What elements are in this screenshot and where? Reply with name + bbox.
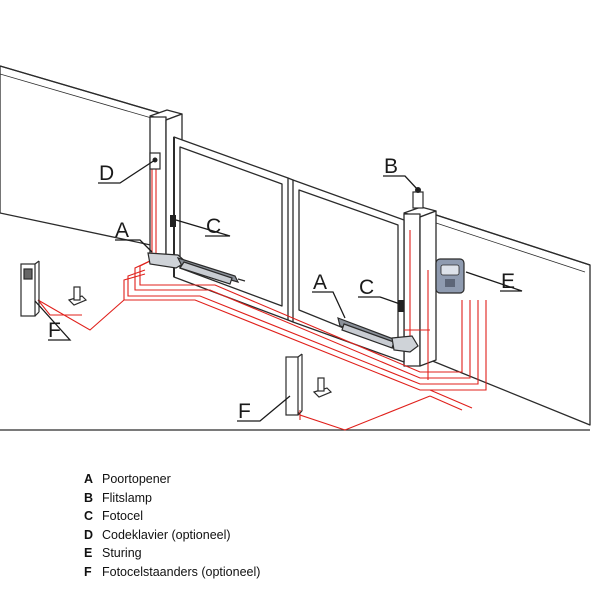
callout-b: B <box>384 155 398 178</box>
legend-key: D <box>84 527 94 542</box>
legend-label: Fotocelstaanders (optioneel) <box>102 564 261 579</box>
legend-key: B <box>84 490 94 505</box>
callout-d: D <box>99 162 114 185</box>
legend-key: A <box>84 472 94 486</box>
photocell-left <box>170 215 176 227</box>
callout-labels: D A C B A C E F F <box>48 155 515 423</box>
right-gate-leaf <box>287 177 405 363</box>
legend-item: C Fotocel <box>84 507 260 526</box>
gate-installation-diagram: D A C B A C E F F <box>0 65 591 431</box>
legend-label: Flitslamp <box>102 490 153 505</box>
legend-label: Fotocel <box>102 509 143 524</box>
legend-item: E Sturing <box>84 544 260 563</box>
gate-operator-right <box>337 317 419 353</box>
callout-f-right: F <box>238 400 251 423</box>
legend-item: B Flitslamp <box>84 489 260 508</box>
callout-c-right: C <box>359 276 374 299</box>
gate-stop-right <box>312 377 333 398</box>
left-gate-leaf <box>173 136 289 321</box>
callout-a-right: A <box>313 271 327 294</box>
legend-key: F <box>84 564 92 579</box>
legend-key: C <box>84 509 94 524</box>
right-post <box>403 206 437 367</box>
callout-leaders <box>34 159 523 422</box>
photocell-stand-right <box>285 353 303 416</box>
photocell-right <box>398 300 404 312</box>
gate-stop-left <box>67 286 88 306</box>
legend-item: F Fotocelstaanders (optioneel) <box>84 563 260 582</box>
callout-f-left: F <box>48 319 61 342</box>
left-wall <box>0 65 161 248</box>
legend-item: D Codeklavier (optioneel) <box>84 526 260 545</box>
legend-key: E <box>84 546 93 561</box>
code-keypad <box>149 152 161 170</box>
flashing-light <box>412 187 424 209</box>
callout-e: E <box>501 270 515 293</box>
callout-a-left: A <box>115 219 129 242</box>
legend-label: Sturing <box>102 546 142 561</box>
legend-label: Poortopener <box>102 472 171 486</box>
gate-operator-left <box>147 252 246 285</box>
legend-label: Codeklavier (optioneel) <box>102 527 231 542</box>
legend: A Poortopener B Flitslamp C Fotocel D Codekl… <box>84 470 260 582</box>
right-wall <box>429 212 591 426</box>
photocell-stand-left <box>20 260 40 317</box>
control-box <box>435 258 465 294</box>
legend-item: A Poortopener <box>84 470 260 489</box>
callout-c-left: C <box>206 215 221 238</box>
